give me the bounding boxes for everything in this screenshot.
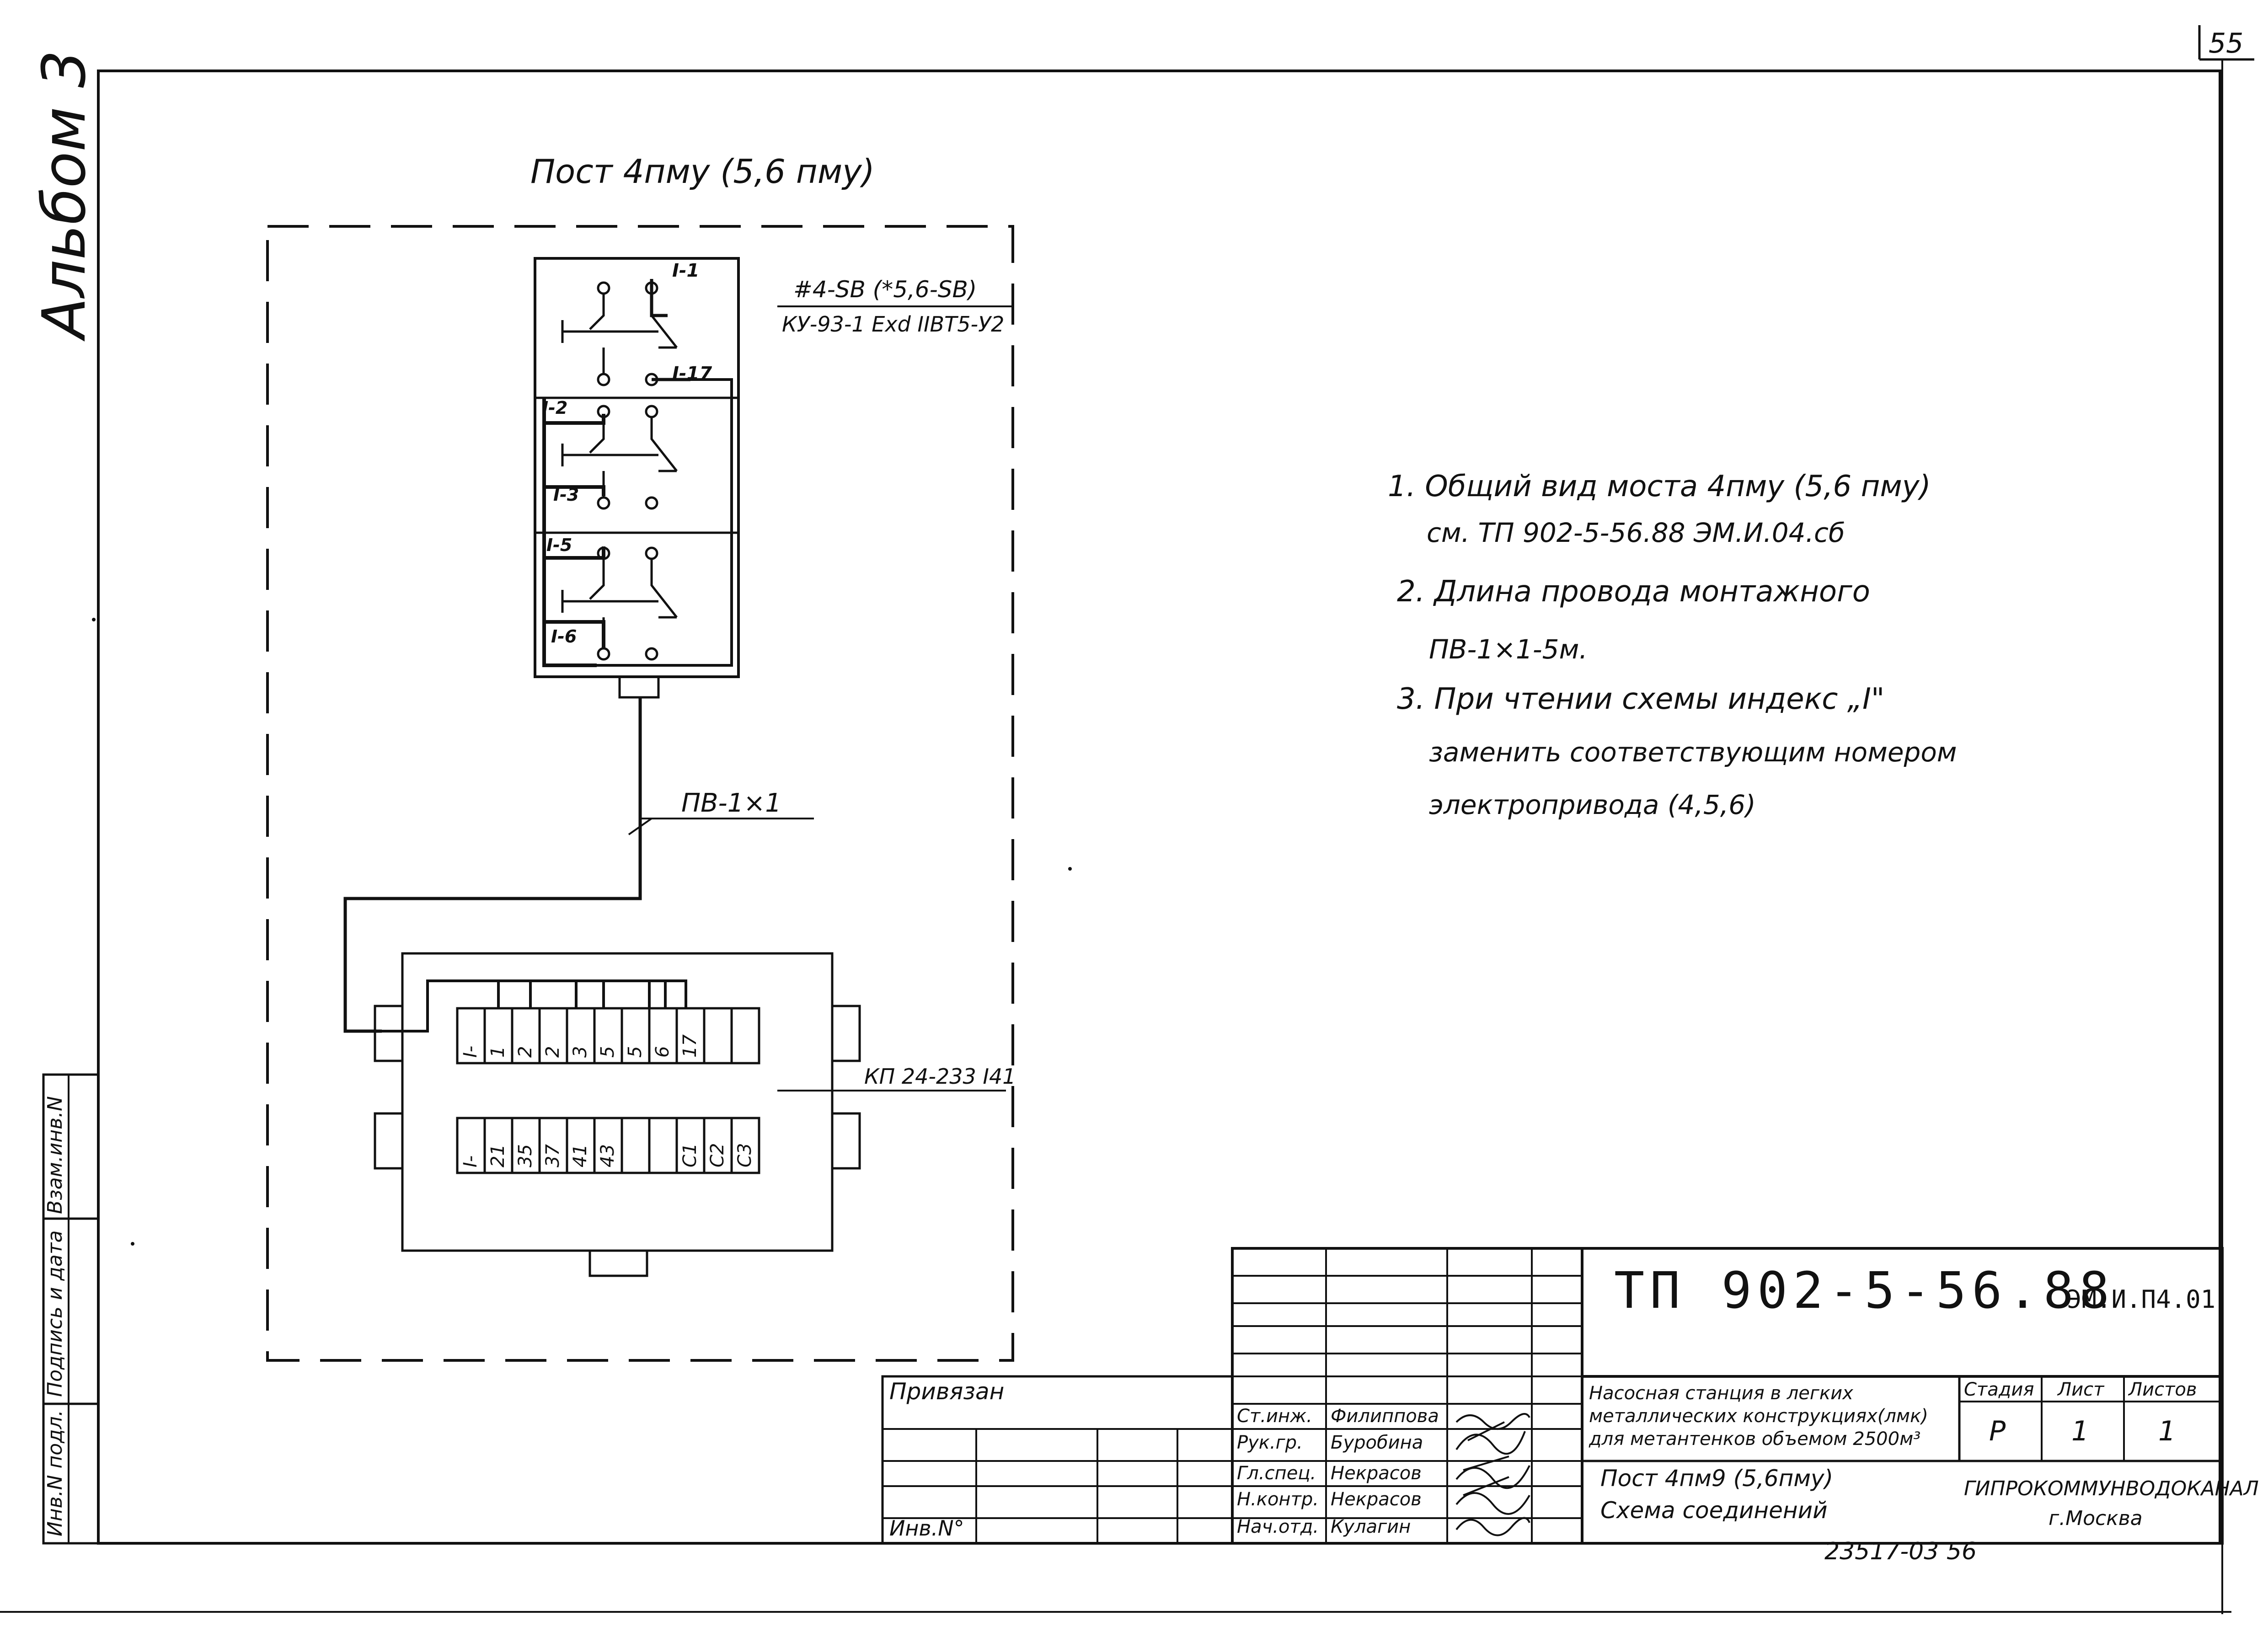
stage-value: Р — [1989, 1415, 2006, 1447]
project-title-1: Насосная станция в легких — [1589, 1383, 1853, 1404]
inv-no-label: Инв.N° — [889, 1516, 964, 1541]
role-label: Рук.гр. — [1237, 1432, 1303, 1453]
contact-label-5: I-5 — [546, 535, 572, 555]
terminal-label: 43 — [597, 1144, 618, 1167]
device-type: КУ-93-1 Exd IIBT5-У2 — [782, 312, 1004, 337]
note-1-line-1: 1. Общий вид моста 4пму (5,6 пму) — [1388, 470, 1931, 503]
terminal-label: 17 — [679, 1034, 701, 1058]
sheet-value: 1 — [2071, 1415, 2089, 1447]
post-enclosure — [266, 225, 1014, 1362]
terminal-label: 2 — [542, 1046, 563, 1058]
podpis-label: Подпись и дата — [43, 1231, 67, 1397]
terminal-label: С1 — [679, 1143, 701, 1167]
terminal-label: 41 — [570, 1144, 591, 1167]
inv-podl-label: Инв.N подл. — [43, 1410, 67, 1536]
device-callout: #4-SB (*5,6-SB) КУ-93-1 Exd IIBT5-У2 — [777, 276, 1013, 337]
role-label: Ст.инж. — [1237, 1406, 1312, 1427]
page-number-box: 55 — [2198, 25, 2254, 61]
role-label: Нач.отд. — [1237, 1516, 1319, 1537]
terminal-label: 2 — [515, 1046, 536, 1058]
control-device: I-1 I-17 I-2 I-3 I-5 I-6 — [534, 257, 740, 699]
role-label: Гл.спец. — [1237, 1463, 1316, 1484]
footer-number: 23517-03 56 — [1824, 1538, 1977, 1565]
note-1-line-2: см. ТП 902-5-56.88 ЭМ.И.04.сб — [1427, 517, 1845, 548]
album-label: Альбом 3 — [29, 50, 99, 342]
side-stamp: Взам.инв.N Подпись и дата Инв.N подл. — [42, 1073, 100, 1545]
contact-label-17: I-17 — [672, 363, 712, 384]
contact-label-1: I-1 — [672, 260, 699, 281]
role-name: Кулагин — [1331, 1516, 1411, 1537]
role-label: Н.контр. — [1237, 1489, 1319, 1510]
note-2-line-2: ПВ-1×1-5м. — [1429, 634, 1588, 665]
city: г.Москва — [2049, 1507, 2143, 1530]
terminal-cell — [703, 1007, 733, 1065]
note-3-line-1: 3. При чтении схемы индекс „I" — [1397, 682, 1884, 716]
page-number: 55 — [2209, 27, 2243, 59]
terminal-label: I- — [460, 1046, 481, 1058]
cable: ПВ-1×1 — [343, 697, 814, 1033]
doc-code: ТП 902-5-56.88 — [1614, 1261, 2115, 1320]
terminal-box-callout: КП 24-233 I41 — [777, 1064, 1016, 1092]
contact-label-6: I-6 — [551, 626, 577, 647]
terminal-cell — [648, 1117, 678, 1174]
cable-label: ПВ-1×1 — [681, 788, 781, 818]
switch-unit-2 — [561, 405, 678, 510]
contact-label-2: I-2 — [542, 398, 567, 418]
sheet-title-1: Пост 4пм9 (5,6пму) — [1600, 1465, 1833, 1492]
role-name: Некрасов — [1331, 1463, 1422, 1484]
note-3-line-3: электропривода (4,5,6) — [1429, 789, 1756, 820]
stray-dot — [131, 1242, 134, 1246]
terminal-label: I- — [460, 1156, 481, 1167]
terminal-label: 1 — [487, 1046, 508, 1058]
terminal-label: 37 — [542, 1144, 563, 1167]
sheet-frame — [97, 70, 2221, 1545]
note-3-line-2: заменить соответствующим номером — [1429, 737, 1957, 768]
sheets-value: 1 — [2158, 1415, 2176, 1447]
post-title: Пост 4пму (5,6 пму) — [530, 152, 875, 191]
privyazan-label: Привязан — [889, 1378, 1004, 1405]
terminal-cell — [730, 1007, 760, 1065]
terminal-label: 35 — [515, 1144, 536, 1167]
notes: 1. Общий вид моста 4пму (5,6 пму) см. ТП… — [1388, 470, 1957, 820]
terminal-label: 5 — [625, 1046, 646, 1058]
device-designation: #4-SB (*5,6-SB) — [793, 276, 977, 303]
terminal-label: 6 — [652, 1046, 673, 1058]
stray-dot — [92, 618, 96, 621]
terminal-label: 5 — [597, 1046, 618, 1058]
sheet-title-2: Схема соединений — [1600, 1497, 1828, 1524]
sheet-header: Лист — [2057, 1379, 2105, 1400]
note-2-line-1: 2. Длина провода монтажного — [1397, 575, 1870, 609]
contact-label-3: I-3 — [553, 485, 579, 505]
terminal-cell — [620, 1117, 651, 1174]
terminal-box-type: КП 24-233 I41 — [864, 1064, 1016, 1089]
vzam-inv-label: Взам.инв.N — [43, 1096, 67, 1214]
project-title-3: для метантенков объемом 2500м³ — [1589, 1429, 1920, 1450]
terminal-label: 21 — [487, 1144, 508, 1167]
signatures — [1455, 1413, 1530, 1536]
terminal-label: 3 — [570, 1046, 591, 1058]
terminal-cell — [730, 1117, 760, 1174]
doc-suffix: ЭМ.И.П4.01 — [2067, 1285, 2215, 1314]
stage-header: Стадия — [1964, 1379, 2034, 1400]
switch-unit-1 — [561, 281, 678, 386]
role-name: Филиппова — [1331, 1406, 1439, 1427]
role-name: Некрасов — [1331, 1489, 1422, 1510]
terminal-label: С2 — [707, 1143, 728, 1167]
role-name: Буробина — [1331, 1432, 1423, 1453]
switch-unit-3 — [561, 546, 678, 661]
stray-dot — [1068, 867, 1072, 871]
terminal-label: С3 — [734, 1143, 755, 1167]
organization: ГИПРОКОММУНВОДОКАНАЛ — [1964, 1477, 2259, 1500]
project-title-2: металлических конструкциях(лмк) — [1589, 1406, 1928, 1427]
sheets-header: Листов — [2128, 1379, 2197, 1400]
